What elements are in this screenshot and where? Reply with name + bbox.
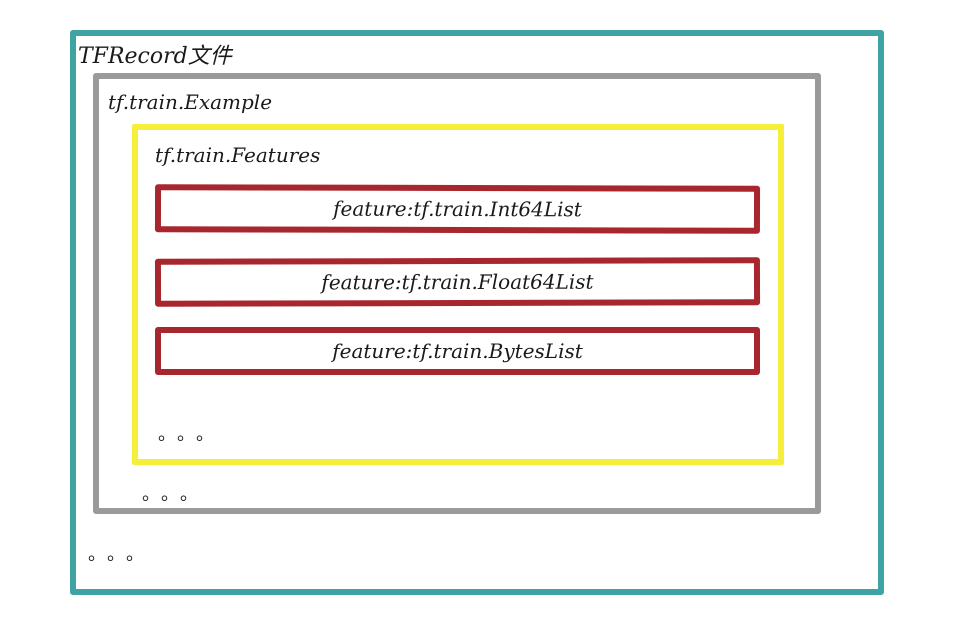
features-ellipsis: 。。。: [158, 424, 224, 445]
features-label: tf.train.Features: [155, 143, 321, 167]
features-box: [132, 124, 784, 465]
feature-box-int64list: feature:tf.train.Int64List: [154, 184, 761, 234]
example-ellipsis: 。。。: [142, 484, 208, 505]
feature-label-byteslist: feature:tf.train.BytesList: [332, 339, 583, 363]
feature-label-int64list: feature:tf.train.Int64List: [333, 196, 582, 222]
feature-label-float64list: feature:tf.train.Float64List: [321, 269, 594, 295]
feature-box-byteslist: feature:tf.train.BytesList: [155, 327, 760, 375]
tfrecord-file-label: TFRecord文件: [78, 44, 232, 69]
example-label: tf.train.Example: [108, 90, 273, 114]
example-box: [93, 73, 821, 514]
tfrecord-file-ellipsis: 。。。: [88, 544, 154, 565]
feature-box-float64list: feature:tf.train.Float64List: [154, 257, 761, 307]
tfrecord-file-box: [70, 30, 884, 595]
